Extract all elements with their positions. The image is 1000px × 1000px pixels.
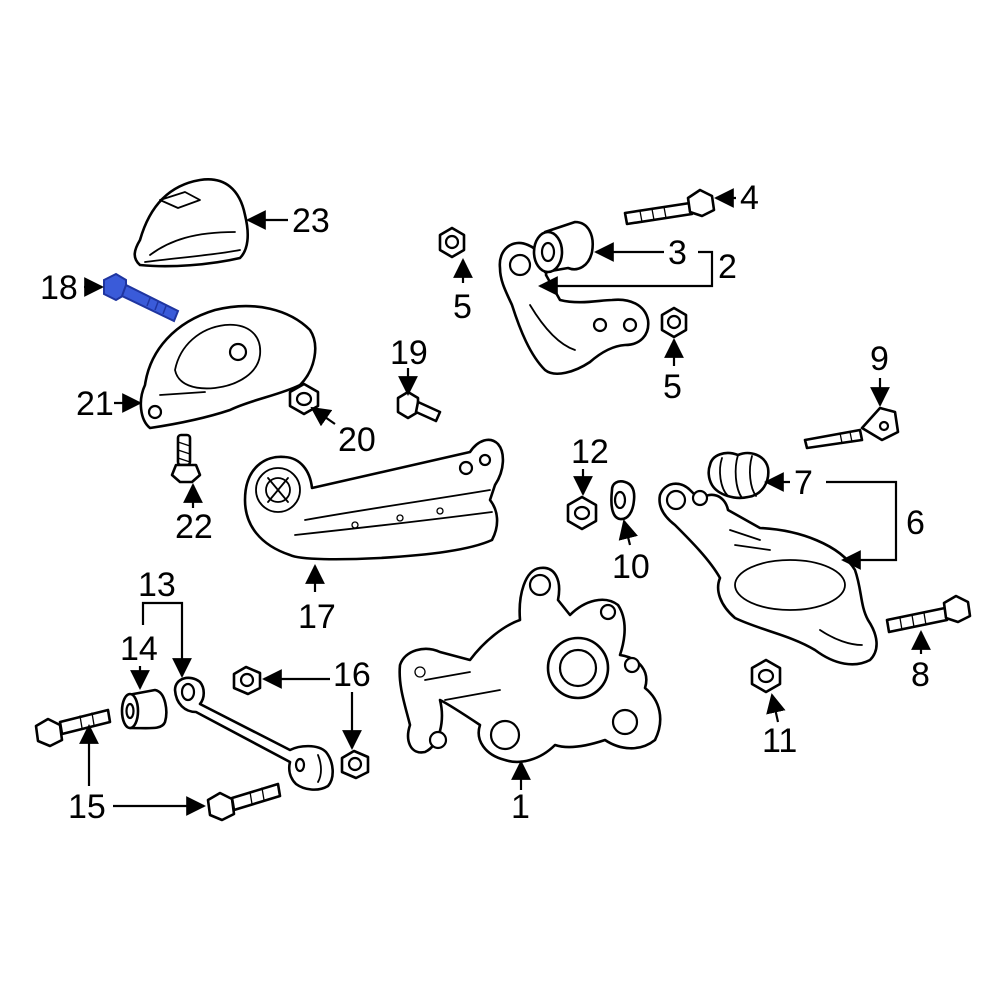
callout-21: 21 [76,385,114,423]
callout-2: 2 [718,248,737,286]
part-6-lower-arm[interactable] [658,482,878,666]
part-21-mount[interactable] [139,304,317,430]
callout-14: 14 [120,630,158,668]
callout-23: 23 [292,202,330,240]
callout-5a: 5 [453,288,472,326]
callout-15: 15 [68,788,106,826]
callout-17: 17 [298,598,336,636]
part-20-nut[interactable] [288,382,320,416]
callout-22: 22 [175,508,213,546]
part-5-nut-lower[interactable] [660,306,688,339]
part-18-bolt[interactable] [103,272,180,323]
callout-1: 1 [511,788,530,826]
part-10-spacer[interactable] [610,480,636,521]
callout-12: 12 [571,433,609,471]
part-5-nut-upper[interactable] [438,226,466,259]
part-17-arm[interactable] [243,438,505,561]
callout-3: 3 [668,234,687,272]
callout-16: 16 [333,656,371,694]
callout-8: 8 [911,656,930,694]
leader-6-bracket [826,480,898,570]
part-3-bushing[interactable] [532,220,594,274]
callout-6: 6 [906,504,925,542]
part-7-boot[interactable] [707,451,770,500]
callout-20: 20 [338,421,376,459]
part-4-bolt[interactable] [623,188,716,226]
leader-20 [310,406,336,427]
part-1-knuckle[interactable] [398,566,662,764]
part-11-nut[interactable] [750,658,782,694]
part-22-stud[interactable] [170,433,202,484]
part-9-cam-bolt[interactable] [803,406,900,450]
callout-7: 7 [794,464,813,502]
leader-lines [79,188,931,816]
part-19-bolt[interactable] [396,390,442,423]
callout-numbers: 23 18 21 22 20 19 17 5 5 4 3 2 9 7 6 12 … [40,179,930,826]
callout-9: 9 [870,340,889,378]
leader-10 [618,519,638,546]
callout-19: 19 [390,334,428,372]
callout-4: 4 [740,179,759,217]
part-16-nut-upper[interactable] [232,665,262,696]
leader-13-left [141,601,165,625]
part-8-bolt[interactable] [885,594,972,634]
part-14-bushing[interactable] [120,688,168,730]
part-23-cover[interactable] [133,178,250,268]
part-2-upper-arm[interactable] [498,241,650,375]
callout-10: 10 [612,548,650,586]
callout-11: 11 [762,722,797,760]
part-15-bolt-left[interactable] [34,708,112,748]
leader-13-right [165,601,192,678]
part-15-bolt-right[interactable] [206,782,282,822]
leader-11 [766,693,786,723]
part-13-toe-link[interactable] [173,676,334,791]
callout-13: 13 [138,566,176,604]
callout-18: 18 [40,269,78,307]
callout-5b: 5 [663,368,682,406]
leader-2-bracket [538,250,714,296]
part-16-nut-lower[interactable] [340,749,370,780]
part-12-nut[interactable] [566,495,598,531]
